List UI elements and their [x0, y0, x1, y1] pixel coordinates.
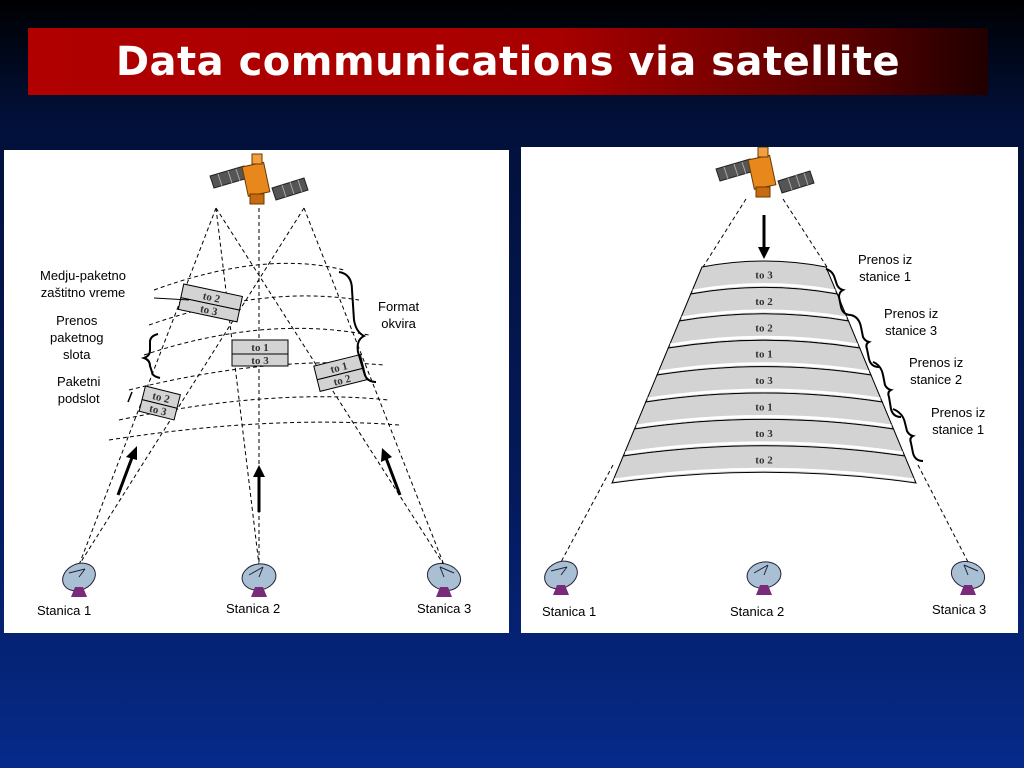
- slot-d-top-label: to 2: [151, 390, 171, 406]
- dish-antenna-icon: [426, 562, 462, 597]
- band-separator: [613, 467, 915, 482]
- band-label: to 3: [755, 428, 773, 440]
- page-title: Data communications via satellite: [115, 38, 901, 85]
- brace-icon: [140, 333, 161, 379]
- slot-b-top-label: to 1: [251, 342, 268, 354]
- band-separator: [647, 388, 881, 401]
- right-diagram: to 3 to 2 to 2 to 1 to 3 to 1 to 3 to 2: [544, 147, 986, 595]
- satellite-icon: [209, 153, 309, 205]
- band-separator: [658, 362, 870, 374]
- slot-c-bottom-label: to 2: [332, 373, 352, 389]
- band-label: to 2: [755, 322, 773, 334]
- brace-icon: [872, 361, 902, 418]
- frame-bands: to 3 to 2 to 2 to 1 to 3 to 1 to 3 to 2: [611, 260, 917, 484]
- band-label: to 2: [755, 454, 773, 466]
- station-1-label: Stanica 1: [542, 604, 597, 619]
- dish-antenna-icon: [241, 563, 277, 597]
- slot-a-top-label: to 2: [202, 290, 222, 305]
- station-2-label: Stanica 2: [730, 604, 785, 619]
- band-separator: [692, 283, 836, 293]
- band-separator: [625, 441, 903, 455]
- band-label: to 1: [755, 349, 772, 361]
- band-separator: [636, 415, 892, 428]
- slot-a: to 2 to 3: [177, 283, 244, 323]
- slot-c: to 1 to 2: [313, 353, 368, 392]
- brace-icon: [825, 268, 852, 316]
- band-label: to 3: [755, 375, 773, 387]
- slot-c-top-label: to 1: [329, 360, 349, 376]
- satellite-icon: [715, 147, 815, 198]
- right-diagram-panel: to 3 to 2 to 2 to 1 to 3 to 1 to 3 to 2 Prenos …: [521, 147, 1018, 633]
- arrow-up-icon: [116, 446, 137, 496]
- band-separator: [681, 309, 847, 320]
- arrow-up-icon: [253, 465, 265, 512]
- slot-d-bottom-label: to 3: [148, 403, 168, 419]
- brace-icon: [338, 271, 377, 383]
- slot-b-bottom-label: to 3: [251, 355, 269, 367]
- band-label: to 3: [755, 270, 773, 282]
- slot-a-bottom-label: to 3: [199, 303, 219, 318]
- slot-d: to 2 to 3: [138, 385, 181, 421]
- frame-band: [611, 445, 917, 484]
- station-3-label: Stanica 3: [932, 602, 987, 617]
- band-separator: [670, 335, 858, 347]
- brace-icon: [850, 314, 880, 368]
- title-banner: Data communications via satellite: [28, 28, 988, 95]
- dish-antenna-icon: [746, 561, 782, 595]
- slot-b: to 1 to 3: [231, 339, 289, 367]
- arrow-up-icon: [381, 448, 402, 496]
- left-diagram: to 2 to 3 to 1 to 3 to 1 to 2 to 2 to 3: [62, 153, 462, 597]
- band-label: to 1: [755, 402, 772, 414]
- brace-icon: [892, 408, 924, 462]
- dish-antenna-icon: [544, 560, 578, 595]
- arrow-down-icon: [758, 215, 770, 259]
- dish-antenna-icon: [950, 560, 986, 595]
- station-2-label: Stanica 2: [226, 601, 281, 616]
- left-diagram-panel: to 2 to 3 to 1 to 3 to 1 to 2 to 2 to 3: [4, 150, 509, 633]
- dish-antenna-icon: [62, 562, 96, 597]
- band-label: to 2: [755, 296, 773, 308]
- station-1-label: Stanica 1: [37, 603, 92, 618]
- station-3-label: Stanica 3: [417, 601, 472, 616]
